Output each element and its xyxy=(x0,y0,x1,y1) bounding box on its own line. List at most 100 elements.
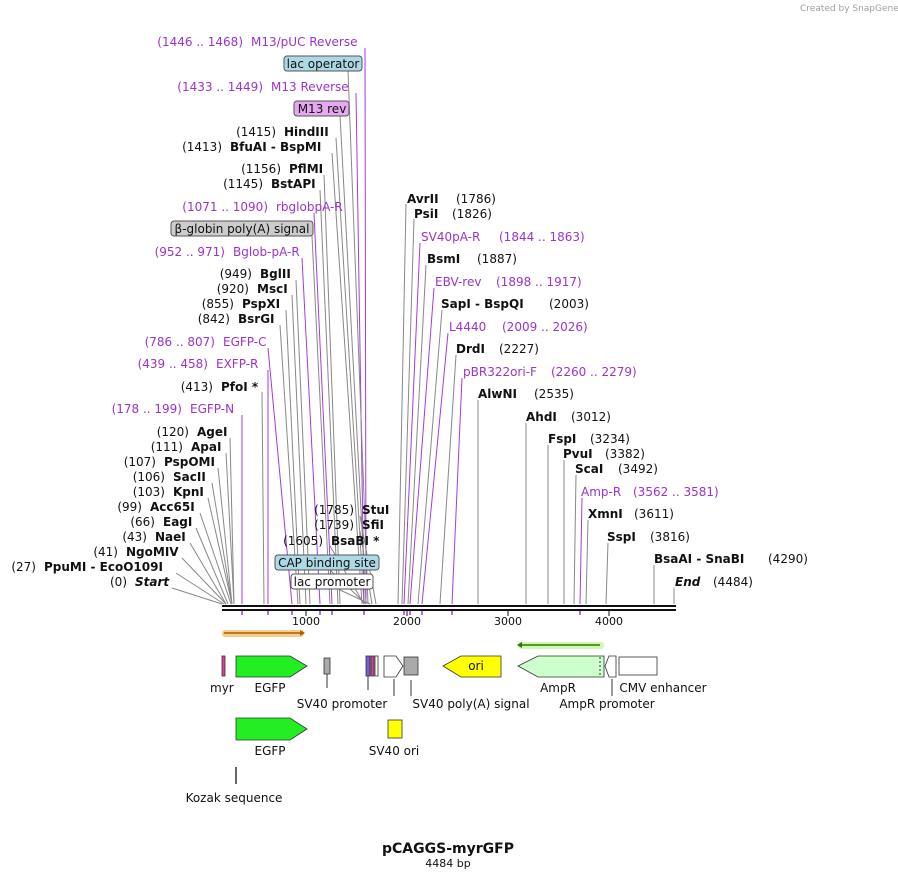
enzyme-pos: (413) xyxy=(181,380,213,394)
enzyme-sspi[interactable]: SspI xyxy=(607,530,636,544)
enzyme-pos: (4290) xyxy=(768,552,808,566)
ampr-feature[interactable] xyxy=(517,655,605,678)
connector-lines xyxy=(171,47,675,605)
feature-lac-promoter: lac promoter xyxy=(294,575,371,589)
lac-promoter-box[interactable] xyxy=(290,573,374,590)
primer-amp-r[interactable]: Amp-R xyxy=(581,485,621,499)
primer-pos: (2009 .. 2026) xyxy=(502,320,588,334)
enzyme-ngomiv[interactable]: NgoMIV xyxy=(126,545,179,559)
enzyme-pvui[interactable]: PvuI xyxy=(563,447,593,461)
feature-kozak-label: Kozak sequence xyxy=(186,791,283,805)
feature-ampr-label: AmpR xyxy=(540,681,576,695)
enzyme-avrii[interactable]: AvrII xyxy=(407,192,439,206)
promoter-cluster-feature[interactable] xyxy=(365,655,379,677)
enzyme-bsabi[interactable]: BsaBI * xyxy=(331,534,380,548)
enzyme-bfuai-bspmi[interactable]: BfuAI - BspMI xyxy=(230,140,321,154)
enzyme-pflmi[interactable]: PflMI xyxy=(289,162,323,176)
ruler-tick-label: 1000 xyxy=(292,615,320,628)
enzyme-agei[interactable]: AgeI xyxy=(197,425,227,439)
enzyme-pos: (66) xyxy=(130,515,155,529)
enzyme-sfii[interactable]: SfiI xyxy=(362,518,384,532)
enzyme-pos: (2227) xyxy=(499,342,539,356)
enzyme-acc65i[interactable]: Acc65I xyxy=(150,500,195,514)
primer-m13-reverse[interactable]: M13 Reverse xyxy=(271,80,349,94)
enzyme-kpni[interactable]: KpnI xyxy=(173,485,204,499)
middle-labels: (1785) StuI (1739) SfiI (1605) BsaBI * C… xyxy=(274,503,389,590)
enzyme-apai[interactable]: ApaI xyxy=(191,440,221,454)
ori-feature[interactable] xyxy=(442,655,502,678)
enzyme-pos: (2003) xyxy=(549,297,589,311)
primer-pos: (786 .. 807) xyxy=(145,335,215,349)
plasmid-title: pCAGGS-myrGFP xyxy=(382,841,514,857)
enzyme-pos: (107) xyxy=(124,455,156,469)
primer-pos: (1433 .. 1449) xyxy=(177,80,263,94)
enzyme-ahdi[interactable]: AhdI xyxy=(526,410,557,424)
enzyme-naei[interactable]: NaeI xyxy=(155,530,186,544)
primer-pos: (2260 .. 2279) xyxy=(551,365,637,379)
m13-rev-box[interactable] xyxy=(293,100,350,117)
enzyme-bsrgi[interactable]: BsrGI xyxy=(238,312,275,326)
ampr-promoter-feature[interactable] xyxy=(604,655,617,678)
lac-operator-box[interactable] xyxy=(283,55,363,72)
cmv-enhancer-feature[interactable] xyxy=(618,656,658,676)
primer-ebv-rev[interactable]: EBV-rev xyxy=(435,275,481,289)
primer-m13-puc-reverse[interactable]: M13/pUC Reverse xyxy=(251,35,358,49)
enzyme-pspomi[interactable]: PspOMI xyxy=(164,455,215,469)
cap-binding-site-box[interactable] xyxy=(274,554,380,571)
enzyme-pos: (1887) xyxy=(477,252,517,266)
enzyme-hindiii[interactable]: HindIII xyxy=(284,125,329,139)
enzyme-fspi[interactable]: FspI xyxy=(548,432,576,446)
enzyme-pspxi[interactable]: PspXI xyxy=(242,297,280,311)
primer-l4440[interactable]: L4440 xyxy=(449,320,486,334)
primer-pbr322ori-f[interactable]: pBR322ori-F xyxy=(463,365,537,379)
primer-egfp-n[interactable]: EGFP-N xyxy=(190,402,234,416)
orf-arrows xyxy=(222,630,604,649)
enzyme-pos: (949) xyxy=(220,267,252,281)
primer-rbglobpa-r[interactable]: rbglobpA-R xyxy=(276,200,343,214)
sv40-ori-feature[interactable] xyxy=(387,719,403,739)
egfp-feature-2[interactable] xyxy=(235,717,308,741)
beta-globin-polya-box[interactable] xyxy=(170,220,314,237)
enzyme-xmni[interactable]: XmnI xyxy=(588,507,623,521)
primer-pos: (439 .. 458) xyxy=(138,357,208,371)
enzyme-bsaai-snabi[interactable]: BsaAI - SnaBI xyxy=(654,552,744,566)
enzyme-pos: (1156) xyxy=(241,162,281,176)
enzyme-pfoi[interactable]: PfoI * xyxy=(221,380,259,394)
enzyme-sacii[interactable]: SacII xyxy=(173,470,206,484)
enzyme-pos: (1605) xyxy=(283,534,323,548)
enzyme-stui[interactable]: StuI xyxy=(362,503,389,517)
start-label: Start xyxy=(135,575,170,589)
primer-bglob-pa-r[interactable]: Bglob-pA-R xyxy=(233,245,300,259)
ruler: 1000 2000 3000 4000 xyxy=(292,611,623,628)
enzyme-scai[interactable]: ScaI xyxy=(575,462,603,476)
egfp-feature[interactable] xyxy=(235,655,308,678)
enzyme-sapi-bspqi[interactable]: SapI - BspQI xyxy=(441,297,524,311)
enzyme-bstapi[interactable]: BstAPI xyxy=(271,177,316,191)
enzyme-eagi[interactable]: EagI xyxy=(163,515,192,529)
sv40-polya-feature[interactable] xyxy=(403,656,419,676)
primer-egfp-c[interactable]: EGFP-C xyxy=(223,335,266,349)
enzyme-bglii[interactable]: BglII xyxy=(260,267,291,281)
enzyme-pos: (27) xyxy=(11,560,36,574)
enzyme-msci[interactable]: MscI xyxy=(257,282,288,296)
polya-small-feature[interactable] xyxy=(323,657,331,675)
enzyme-pos: (1415) xyxy=(236,125,276,139)
feature-sv40-promoter-label: SV40 promoter xyxy=(297,697,388,711)
enzyme-drdi[interactable]: DrdI xyxy=(456,342,485,356)
enzyme-alwni[interactable]: AlwNI xyxy=(478,387,517,401)
enzyme-pos: (842) xyxy=(198,312,230,326)
enzyme-ppumi-ecoo109i[interactable]: PpuMI - EcoO109I xyxy=(44,560,163,574)
myr-feature[interactable] xyxy=(221,655,226,677)
feature-m13-rev: M13 rev xyxy=(298,102,347,116)
sv40-promoter-feature[interactable] xyxy=(383,655,404,678)
feature-ampr-promoter-label: AmpR promoter xyxy=(559,697,654,711)
primer-pos: (1898 .. 1917) xyxy=(496,275,582,289)
primer-sv40pa-r[interactable]: SV40pA-R xyxy=(421,230,480,244)
left-labels: (1446 .. 1468) M13/pUC Reverse lac opera… xyxy=(11,35,363,589)
enzyme-bsmi[interactable]: BsmI xyxy=(427,252,460,266)
feature-egfp2-label: EGFP xyxy=(254,744,285,758)
end-label: End xyxy=(675,575,701,589)
enzyme-psii[interactable]: PsiI xyxy=(414,207,438,221)
primer-exfp-r[interactable]: EXFP-R xyxy=(216,357,258,371)
